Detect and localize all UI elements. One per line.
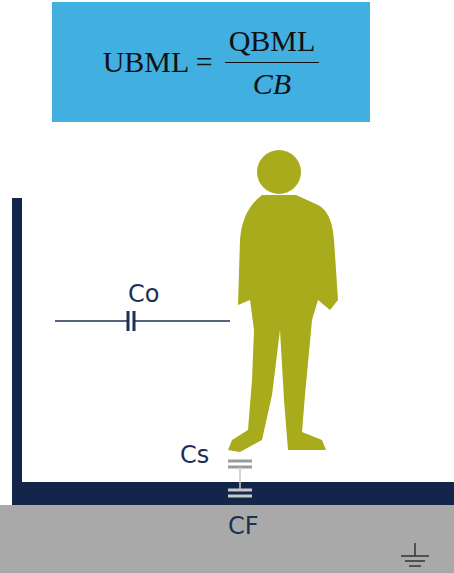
capacitor-symbol <box>55 311 230 331</box>
ground-symbol <box>401 543 429 566</box>
ground <box>0 505 454 573</box>
capacitance-label: CF <box>228 512 259 540</box>
numerator: QBML <box>225 24 320 63</box>
floor <box>12 482 454 505</box>
person <box>228 150 338 452</box>
capacitance-label: Cs <box>180 441 209 469</box>
fraction: QBMLCB <box>225 24 320 101</box>
formula-box: UBML = QBMLCB <box>52 2 370 122</box>
formula-left: UBML = <box>103 45 213 79</box>
capacitance-label: Co <box>128 280 159 308</box>
denominator: CB <box>249 63 295 101</box>
capacitor-symbol <box>228 461 252 496</box>
wall <box>12 198 22 498</box>
